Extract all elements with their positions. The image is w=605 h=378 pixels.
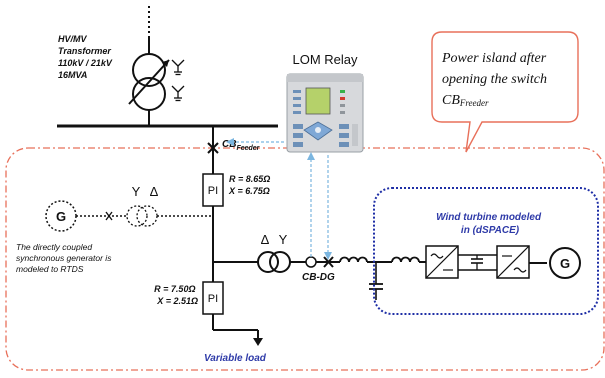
gen-tf-y-symbol: Y	[132, 184, 141, 199]
wind-turbine-title: Wind turbine modeled in (dSPACE)	[436, 212, 544, 236]
power-island-callout	[431, 31, 579, 153]
line-1-impedance: R = 8.65Ω X = 6.75Ω	[228, 174, 273, 196]
filter-capacitor	[369, 283, 383, 290]
load-arrow	[253, 338, 263, 346]
dg-transformer	[257, 251, 291, 273]
star-ground-symbol-top	[171, 59, 185, 76]
pi-1-label: PI	[208, 185, 218, 197]
sync-gen-note: The directly coupled synchronous generat…	[16, 242, 114, 274]
pi-2-label: PI	[208, 293, 218, 305]
generator-side-converter	[496, 245, 530, 279]
cb-dg-label: CB-DG	[302, 272, 335, 283]
dg-tf-delta-symbol: Δ	[261, 232, 270, 247]
grid-side-converter	[425, 245, 459, 279]
dg-tf-y-symbol: Y	[279, 232, 288, 247]
hv-mv-transformer	[128, 53, 185, 111]
inductor-2	[391, 256, 420, 263]
sync-generator	[45, 200, 77, 232]
generator-transformer	[126, 205, 158, 227]
pi-section-2	[202, 281, 224, 315]
cb-feeder-switch	[207, 142, 219, 154]
gen-tf-delta-symbol: Δ	[150, 184, 159, 199]
line-2-impedance: R = 7.50Ω X = 2.51Ω	[154, 284, 198, 306]
inductor-1	[339, 256, 368, 263]
transformer-label: HV/MV Transformer 110kV / 21kV 16MVA	[58, 34, 114, 80]
ct-sensor	[305, 256, 317, 268]
lom-relay-device	[286, 73, 364, 153]
cb-feeder-label: CBFeeder	[222, 139, 261, 152]
lom-relay-label: LOM Relay	[292, 52, 358, 67]
cb-dg-switch	[323, 256, 334, 268]
dc-link-capacitor	[471, 258, 483, 264]
variable-load-label: Variable load	[204, 353, 267, 364]
relay-green-led	[340, 90, 345, 93]
generator-branch-switch	[105, 211, 113, 221]
star-ground-symbol-bottom	[171, 85, 185, 102]
wind-generator	[549, 247, 581, 279]
wind-turbine-border	[373, 187, 599, 315]
callout-text: Power island after opening the switch CB…	[441, 51, 551, 108]
sync-generator-label: G	[56, 209, 66, 224]
relay-red-led	[340, 97, 345, 100]
pi-section-1	[202, 173, 224, 207]
wind-generator-label: G	[560, 256, 570, 271]
